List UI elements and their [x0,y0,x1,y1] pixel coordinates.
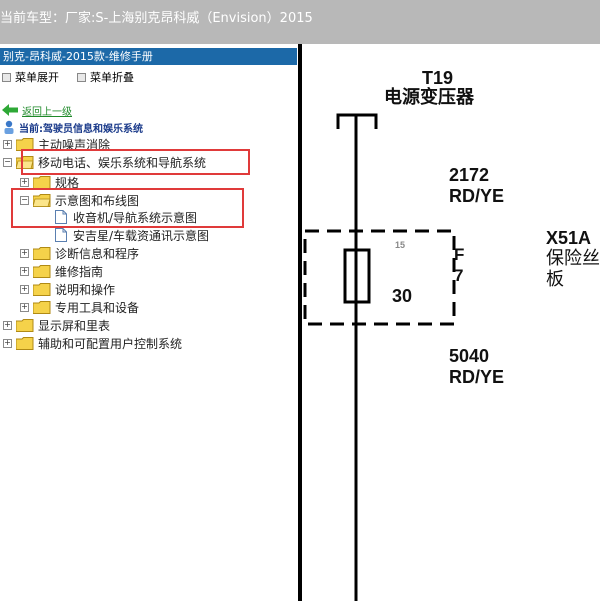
current-section-label: 当前:驾驶员信息和娱乐系统 [19,123,143,135]
back-arrow-icon[interactable] [2,104,18,116]
tree-item-onstar-schematic[interactable]: 安吉星/车载资通讯示意图 [55,227,209,243]
tree-item-label: 主动噪声消除 [38,137,111,152]
tree-item-label: 说明和操作 [55,282,116,297]
bottom-circuit-number: 5040 [449,346,490,366]
tree-item-radio-nav-schematic[interactable]: 收音机/导航系统示意图 [55,209,197,225]
fuse-label-letter: F [454,245,465,264]
tree-item-label: 维修指南 [55,264,104,279]
bottom-wire-color: RD/YE [449,367,505,387]
tree-item-description-operation[interactable]: + 说明和操作 [20,281,115,297]
folder-icon [33,282,51,296]
tree-item-label: 专用工具和设备 [55,300,140,315]
document-icon [55,210,67,224]
panel-title: 别克-昂科威-2015款-维修手册 [0,48,297,65]
vehicle-value: 厂家:S-上海别克昂科威（Envision）2015 [65,11,313,26]
top-wire-color: RD/YE [449,186,505,206]
expand-toggle-icon[interactable]: + [20,283,29,294]
fuse-label-number: 7 [454,266,464,285]
fuse-symbol[interactable] [343,248,371,304]
connector-name-line2: 板 [546,269,564,290]
folder-icon [33,175,51,189]
tree-item-special-tools[interactable]: + 专用工具和设备 [20,299,139,315]
folder-icon [16,336,34,350]
connector-id: X51A [546,228,592,248]
wiring-diagram-graphic [303,113,456,601]
tree-item-mobile-entertainment-nav[interactable]: − 移动电话、娱乐系统和导航系统 [3,154,206,170]
tree-item-label: 安吉星/车载资通讯示意图 [73,228,210,243]
user-info-icon [4,120,14,134]
folder-icon [33,300,51,314]
expand-toggle-icon[interactable]: + [3,337,12,348]
fuse-block-outline [303,229,456,326]
collapse-menu-button[interactable]: 菜单折叠 [77,69,134,85]
expand-toggle-icon[interactable]: + [20,301,29,312]
tree-item-label: 移动电话、娱乐系统和导航系统 [38,155,207,170]
tree-item-label: 规格 [55,175,80,190]
wiring-diagram: T19 电源变压器 2172 RD/YE 15 F 7 30 5040 RD/Y… [302,44,600,601]
tree-item-repair-guide[interactable]: + 维修指南 [20,263,103,279]
connector-name-line1: 保险丝 [546,248,600,269]
component-name: 电源变压器 [384,87,474,108]
tree-item-label: 诊断信息和程序 [55,246,140,261]
vehicle-label: 当前车型： [0,11,66,26]
fuse-rating: 30 [392,286,413,306]
tree-item-label: 显示屏和里表 [38,318,111,333]
expand-menu-label: 菜单展开 [15,71,59,84]
menu-toolbar: 菜单展开 菜单折叠 [0,69,297,85]
expand-toggle-icon[interactable]: + [3,138,12,149]
navigation-pane: 别克-昂科威-2015款-维修手册 菜单展开 菜单折叠 返回上一级 当前:驾驶员… [0,44,300,601]
collapse-toggle-icon[interactable]: − [3,156,12,167]
expand-toggle-icon[interactable]: + [20,247,29,258]
open-folder-icon [33,193,51,207]
open-folder-icon [16,155,34,169]
expand-menu-button[interactable]: 菜单展开 [2,69,59,85]
pane-divider[interactable] [298,44,302,601]
tree-item-schematics[interactable]: − 示意图和布线图 [20,192,139,208]
expand-toggle-icon[interactable]: + [3,319,12,330]
tree-item-active-noise[interactable]: + 主动噪声消除 [3,136,110,152]
vehicle-info-bar: 当前车型：厂家:S-上海别克昂科威（Envision）2015 [0,0,600,44]
tree-item-diagnostics[interactable]: + 诊断信息和程序 [20,245,139,261]
folder-icon [16,318,34,332]
folder-icon [33,246,51,260]
tree-item-display-gauges[interactable]: + 显示屏和里表 [3,317,110,333]
fuse-small-mark: 15 [395,240,406,250]
component-id: T19 [422,68,454,88]
collapse-toggle-icon[interactable]: − [20,194,29,205]
tree-item-label: 辅助和可配置用户控制系统 [38,336,183,351]
back-link[interactable]: 返回上一级 [22,106,72,118]
collapse-icon [77,72,86,82]
back-row: 返回上一级 [2,103,72,118]
folder-icon [33,264,51,278]
tree-item-label: 收音机/导航系统示意图 [73,210,198,225]
expand-toggle-icon[interactable]: + [20,176,29,187]
folder-icon [16,137,34,151]
tree-item-label: 示意图和布线图 [55,193,140,208]
current-section: 当前:驾驶员信息和娱乐系统 [3,119,143,135]
document-icon [55,228,67,242]
expand-icon [2,72,11,82]
top-circuit-number: 2172 [449,165,490,185]
tree-item-auxiliary-controls[interactable]: + 辅助和可配置用户控制系统 [3,335,182,351]
tree-item-specifications[interactable]: + 规格 [20,174,79,190]
collapse-menu-label: 菜单折叠 [90,71,134,84]
expand-toggle-icon[interactable]: + [20,265,29,276]
